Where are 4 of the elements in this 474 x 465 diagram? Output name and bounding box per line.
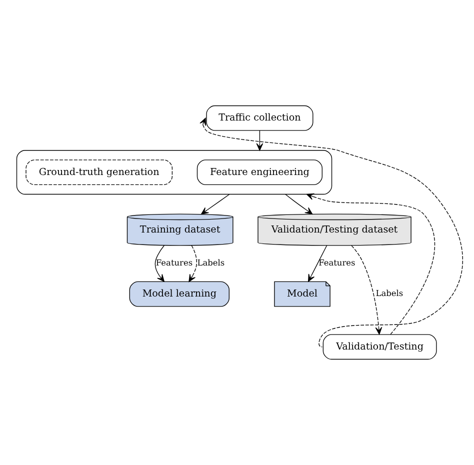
edge-label: Labels [376, 288, 404, 298]
edge-label: Features [156, 258, 193, 268]
edge-label: Labels [197, 258, 225, 268]
edge-label: Features [318, 258, 356, 268]
